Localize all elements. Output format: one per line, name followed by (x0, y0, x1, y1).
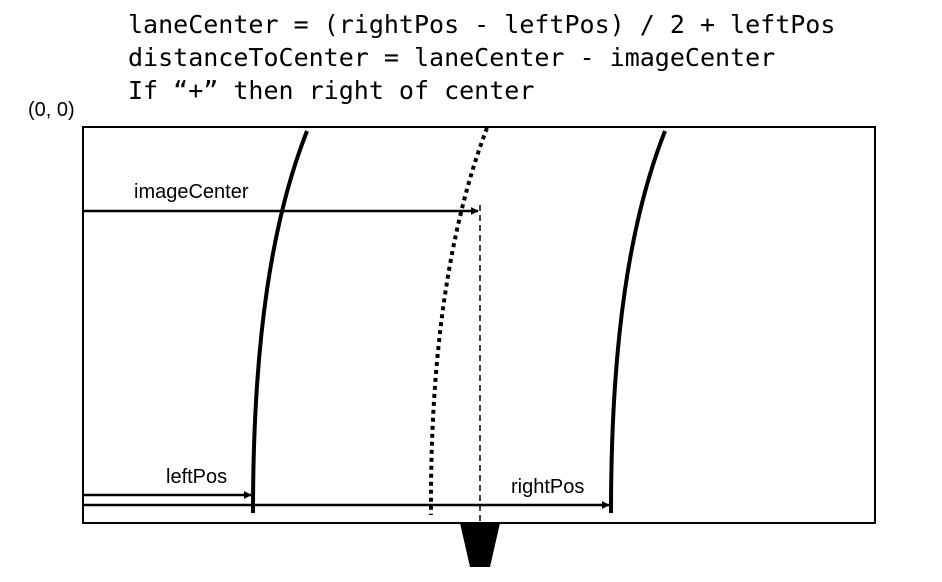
camera-icon (460, 523, 500, 567)
formula-distance-to-center: distanceToCenter = laneCenter - imageCen… (128, 43, 776, 72)
left-lane-line (251, 130, 309, 514)
right-pos-label: rightPos (511, 476, 584, 498)
formula-lane-center: laneCenter = (rightPos - leftPos) / 2 + … (128, 10, 836, 39)
left-pos-label: leftPos (166, 466, 227, 488)
formula-sign-rule: If “+” then right of center (128, 76, 535, 105)
image-center-label: imageCenter (134, 181, 249, 203)
origin-label: (0, 0) (28, 99, 75, 121)
right-lane-line (609, 130, 667, 514)
lane-center-line (428, 127, 489, 516)
